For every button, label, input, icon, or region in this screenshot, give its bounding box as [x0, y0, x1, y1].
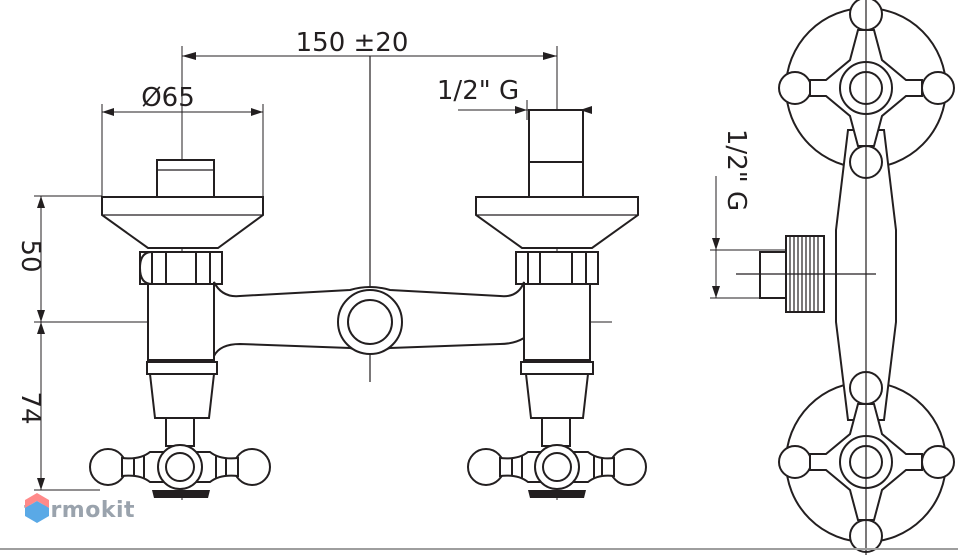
side-thread-dimension: 1/2" G [710, 129, 786, 299]
termokit-watermark: termokit [24, 492, 135, 528]
top-thread-label: 1/2" G [437, 76, 519, 106]
side-outlet [736, 235, 876, 313]
mixer-body [213, 281, 525, 357]
side-view: 1/2" G [710, 0, 955, 555]
bottom-divider [0, 548, 958, 550]
right-valve [467, 109, 647, 498]
termokit-logo-icon [25, 493, 49, 523]
top-thread-dimension: 1/2" G [437, 76, 592, 120]
diameter-dimension: Ø65 [101, 83, 264, 196]
right-handle [467, 444, 647, 490]
left-handle [89, 444, 271, 490]
center-distance-label: 150 ±20 [296, 28, 409, 58]
diameter-label: Ø65 [141, 83, 195, 113]
front-view: 150 ±20 Ø65 1/2" G [15, 28, 647, 500]
left-valve [89, 159, 271, 498]
side-thread-label: 1/2" G [721, 129, 751, 211]
height-top-label: 50 [15, 239, 45, 272]
height-bottom-label: 74 [15, 391, 45, 424]
